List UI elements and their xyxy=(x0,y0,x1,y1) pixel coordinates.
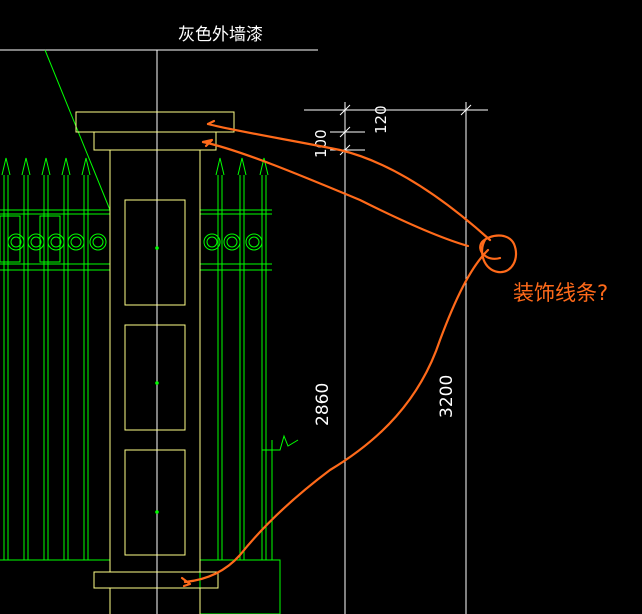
dim-2860: 2860 xyxy=(313,383,333,426)
dimension-lines xyxy=(304,102,488,614)
pillar-panel-3 xyxy=(124,449,186,556)
markup-circle xyxy=(479,234,518,274)
dim-120: 120 xyxy=(372,105,390,134)
markup-tip-2 xyxy=(201,138,214,148)
fence-left xyxy=(0,157,110,561)
pillar-center-dots xyxy=(155,246,159,514)
title-leader xyxy=(0,49,318,614)
dimension-labels: 100 120 2860 3200 xyxy=(312,105,457,426)
pillar-cap-lower xyxy=(93,131,217,151)
markup-arrow-2 xyxy=(201,140,470,248)
dim-100: 100 xyxy=(312,129,330,158)
fence-left-pickets xyxy=(3,175,89,560)
pillar-panel-2 xyxy=(124,324,186,431)
pillar xyxy=(75,111,235,614)
fence-left-rings xyxy=(7,233,107,251)
markup-tip-3 xyxy=(180,576,192,588)
pillar-panel-1 xyxy=(124,199,186,306)
markup-arrow-3 xyxy=(183,248,490,584)
pillar-base xyxy=(93,571,219,589)
fence-right-spears xyxy=(215,157,269,176)
leader-diagonal xyxy=(44,49,111,211)
fence-right-pickets xyxy=(217,175,267,560)
fence-left-spears xyxy=(1,157,91,176)
markup-tip-1 xyxy=(206,119,216,126)
title-text: 灰色外墙漆 xyxy=(178,25,263,45)
fence-right-rings xyxy=(203,233,263,251)
markup-arrow-1 xyxy=(206,122,492,242)
break-line-symbol xyxy=(262,434,299,451)
dim-3200: 3200 xyxy=(437,375,457,418)
fence-right xyxy=(199,157,299,614)
markup-annotation xyxy=(180,119,518,588)
markup-text: 装饰线条? xyxy=(513,281,608,305)
